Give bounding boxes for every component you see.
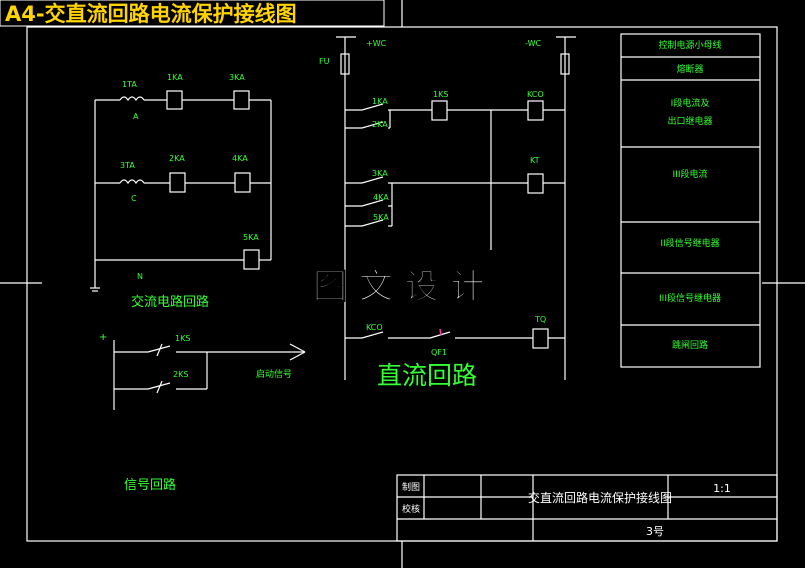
- coil-1ks-label: 1KS: [433, 90, 448, 99]
- coil-kt-label: KT: [530, 156, 540, 165]
- title-block-text: 制图 校核 交直流回路电流保护接线图 1:1 3号: [402, 481, 731, 538]
- legend-fuse: 熔断器: [676, 63, 703, 75]
- contact-kco-label: KCO: [366, 323, 383, 332]
- dc-section-label: 直流回路: [377, 361, 477, 390]
- contact-5ka-label: 5KA: [373, 213, 389, 222]
- signal-circuit: [113, 340, 306, 410]
- contact-2ka-label: 2KA: [372, 120, 388, 129]
- qf1-marker: [439, 328, 442, 336]
- minus-wc-label: -WC: [525, 39, 541, 48]
- ac-section-label: 交流电路回路: [131, 294, 209, 310]
- checked-by-label: 校核: [402, 503, 420, 515]
- title-box: [0, 0, 385, 27]
- legend-labels: 控制电源小母线 熔断器 I段电流及 出口继电器 III段电流 II段信号继电器 …: [658, 39, 721, 351]
- legend-stage3-signal: III段信号继电器: [659, 292, 721, 304]
- drawn-by-label: 制图: [402, 481, 420, 493]
- drawing-scale: 1:1: [713, 482, 731, 495]
- signal-1ks-label: 1KS: [175, 334, 190, 343]
- phase-a-label: A: [133, 112, 139, 121]
- relay-3ka-label: 3KA: [229, 73, 245, 82]
- dc-circuit: [336, 36, 576, 380]
- plus-wc-label: +WC: [366, 39, 387, 48]
- contact-4ka-label: 4KA: [373, 193, 389, 202]
- legend-table: [620, 33, 761, 368]
- ac-labels: 1TA A 3TA C N 1KA 3KA 2KA 4KA 5KA: [120, 73, 259, 281]
- title-block: [396, 474, 778, 542]
- legend-stage1-line1: I段电流及: [671, 97, 710, 109]
- phase-c-label: C: [131, 194, 137, 203]
- neutral-label: N: [137, 272, 143, 281]
- contact-1ka-label: 1KA: [372, 97, 388, 106]
- drawing-number: 3号: [646, 525, 664, 538]
- relay-1ka-label: 1KA: [167, 73, 183, 82]
- start-signal-label: 启动信号: [256, 368, 292, 380]
- drawing-name: 交直流回路电流保护接线图: [528, 490, 672, 505]
- legend-stage3-current: III段电流: [673, 168, 708, 180]
- fuse-label: FU: [319, 57, 330, 66]
- coil-kco-label: KCO: [527, 90, 544, 99]
- contact-3ka-label: 3KA: [372, 169, 388, 178]
- signal-2ks-label: 2KS: [173, 370, 188, 379]
- ta1-label: 1TA: [122, 80, 137, 89]
- legend-control-bus: 控制电源小母线: [658, 39, 721, 51]
- legend-stage2-signal: II段信号继电器: [660, 237, 719, 249]
- signal-labels: + 1KS 2KS 启动信号 信号回路: [99, 332, 292, 493]
- legend-stage1-line2: 出口继电器: [667, 115, 712, 127]
- legend-trip-circuit: 跳闸回路: [672, 339, 708, 351]
- signal-plus-label: +: [99, 332, 107, 343]
- page-title: A4-交直流回路电流保护接线图: [5, 2, 297, 26]
- dc-labels: FU +WC -WC 1KA 2KA 3KA 4KA 5KA KCO QF1 1…: [319, 39, 546, 357]
- coil-tq-label: TQ: [534, 315, 546, 324]
- contact-qf1-label: QF1: [431, 348, 447, 357]
- relay-4ka-label: 4KA: [232, 154, 248, 163]
- relay-2ka-label: 2KA: [169, 154, 185, 163]
- watermark-text: 图 文 设 计: [313, 267, 485, 307]
- ac-circuit: [90, 90, 272, 292]
- ta3-label: 3TA: [120, 161, 135, 170]
- signal-section-label: 信号回路: [124, 477, 176, 493]
- relay-5ka-label: 5KA: [243, 233, 259, 242]
